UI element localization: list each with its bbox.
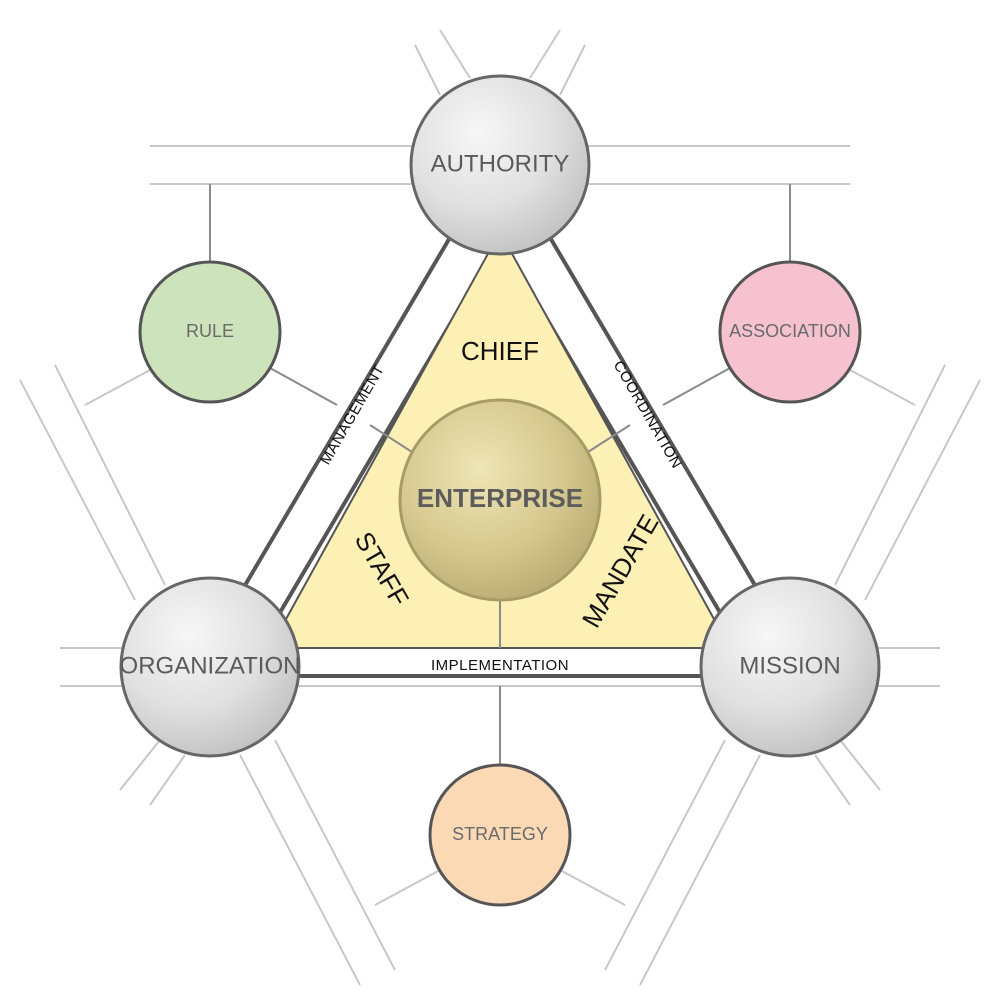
satellite-node-strategy[interactable]: STRATEGY (428, 763, 572, 907)
inner-label-chief: CHIEF (461, 336, 539, 366)
corner-node-mission[interactable]: MISSION (699, 576, 881, 758)
satellite-label-association: ASSOCIATION (729, 321, 851, 341)
satellite-node-rule[interactable]: RULE (138, 260, 282, 404)
corner-label-authority: AUTHORITY (431, 150, 570, 177)
corner-node-organization[interactable]: ORGANIZATION (119, 576, 301, 758)
satellite-label-strategy: STRATEGY (452, 824, 548, 844)
satellite-label-rule: RULE (186, 321, 234, 341)
corner-node-authority[interactable]: AUTHORITY (409, 74, 591, 256)
satellite-node-association[interactable]: ASSOCIATION (718, 260, 862, 404)
center-connectors (369, 424, 631, 648)
frame-band (210, 176, 790, 674)
center-node-enterprise[interactable]: ENTERPRISE (398, 398, 602, 602)
corner-label-mission: MISSION (739, 652, 840, 679)
edge-label-implementation: IMPLEMENTATION (431, 657, 569, 674)
center-label: ENTERPRISE (417, 483, 583, 513)
corner-label-organization: ORGANIZATION (120, 652, 301, 679)
satellite-connectors (209, 184, 791, 765)
